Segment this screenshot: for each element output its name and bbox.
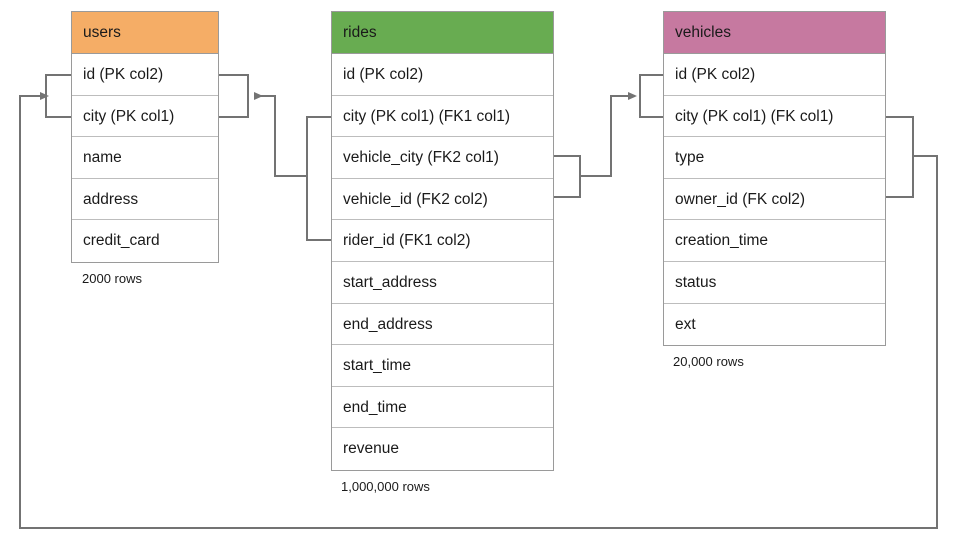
table-users[interactable]: users id (PK col2) city (PK col1) name a…: [71, 11, 219, 263]
connector-rides-to-vehicles-stem: [580, 92, 637, 177]
table-rides-column-vehicle-city[interactable]: vehicle_city (FK2 col1): [332, 137, 553, 179]
connector-vehicles-to-users-bracket: [886, 116, 914, 198]
table-vehicles-row-count: 20,000 rows: [673, 354, 744, 369]
table-users-column-city[interactable]: city (PK col1): [72, 95, 218, 138]
table-rides-column-city[interactable]: city (PK col1) (FK1 col1): [332, 95, 553, 138]
table-rides-row-count: 1,000,000 rows: [341, 479, 430, 494]
table-users-column-name[interactable]: name: [72, 137, 218, 179]
table-vehicles-column-id[interactable]: id (PK col2): [664, 54, 885, 96]
connector-rides-to-users-bracket: [306, 116, 331, 241]
connector-rides-to-vehicles-bracket: [554, 155, 581, 198]
table-users-column-id[interactable]: id (PK col2): [72, 54, 218, 96]
table-rides-column-start-address[interactable]: start_address: [332, 261, 553, 304]
table-vehicles-column-status[interactable]: status: [664, 261, 885, 304]
table-vehicles-column-type[interactable]: type: [664, 137, 885, 179]
connector-vehicles-left-bracket: [639, 74, 663, 118]
table-users-column-address[interactable]: address: [72, 178, 218, 221]
table-rides-column-end-address[interactable]: end_address: [332, 303, 553, 346]
table-rides-title: rides: [332, 12, 553, 54]
table-users-title: users: [72, 12, 218, 54]
table-rides-column-end-time[interactable]: end_time: [332, 386, 553, 429]
table-vehicles-column-city[interactable]: city (PK col1) (FK col1): [664, 95, 885, 138]
table-vehicles[interactable]: vehicles id (PK col2) city (PK col1) (FK…: [663, 11, 886, 347]
table-rides-column-start-time[interactable]: start_time: [332, 345, 553, 387]
table-rides[interactable]: rides id (PK col2) city (PK col1) (FK1 c…: [331, 11, 554, 471]
table-rides-column-revenue[interactable]: revenue: [332, 428, 553, 470]
table-rides-column-rider-id[interactable]: rider_id (FK1 col2): [332, 220, 553, 262]
table-rides-column-id[interactable]: id (PK col2): [332, 54, 553, 96]
table-vehicles-title: vehicles: [664, 12, 885, 54]
table-users-row-count: 2000 rows: [82, 271, 142, 286]
table-users-column-credit-card[interactable]: credit_card: [72, 220, 218, 262]
connector-rides-to-users-stem: [254, 92, 307, 177]
table-vehicles-column-owner-id[interactable]: owner_id (FK col2): [664, 178, 885, 221]
table-vehicles-column-ext[interactable]: ext: [664, 303, 885, 346]
connector-users-left-bracket: [45, 74, 71, 118]
table-rides-column-vehicle-id[interactable]: vehicle_id (FK2 col2): [332, 178, 553, 221]
connector-users-right-bracket: [219, 74, 249, 118]
table-vehicles-column-creation-time[interactable]: creation_time: [664, 220, 885, 262]
